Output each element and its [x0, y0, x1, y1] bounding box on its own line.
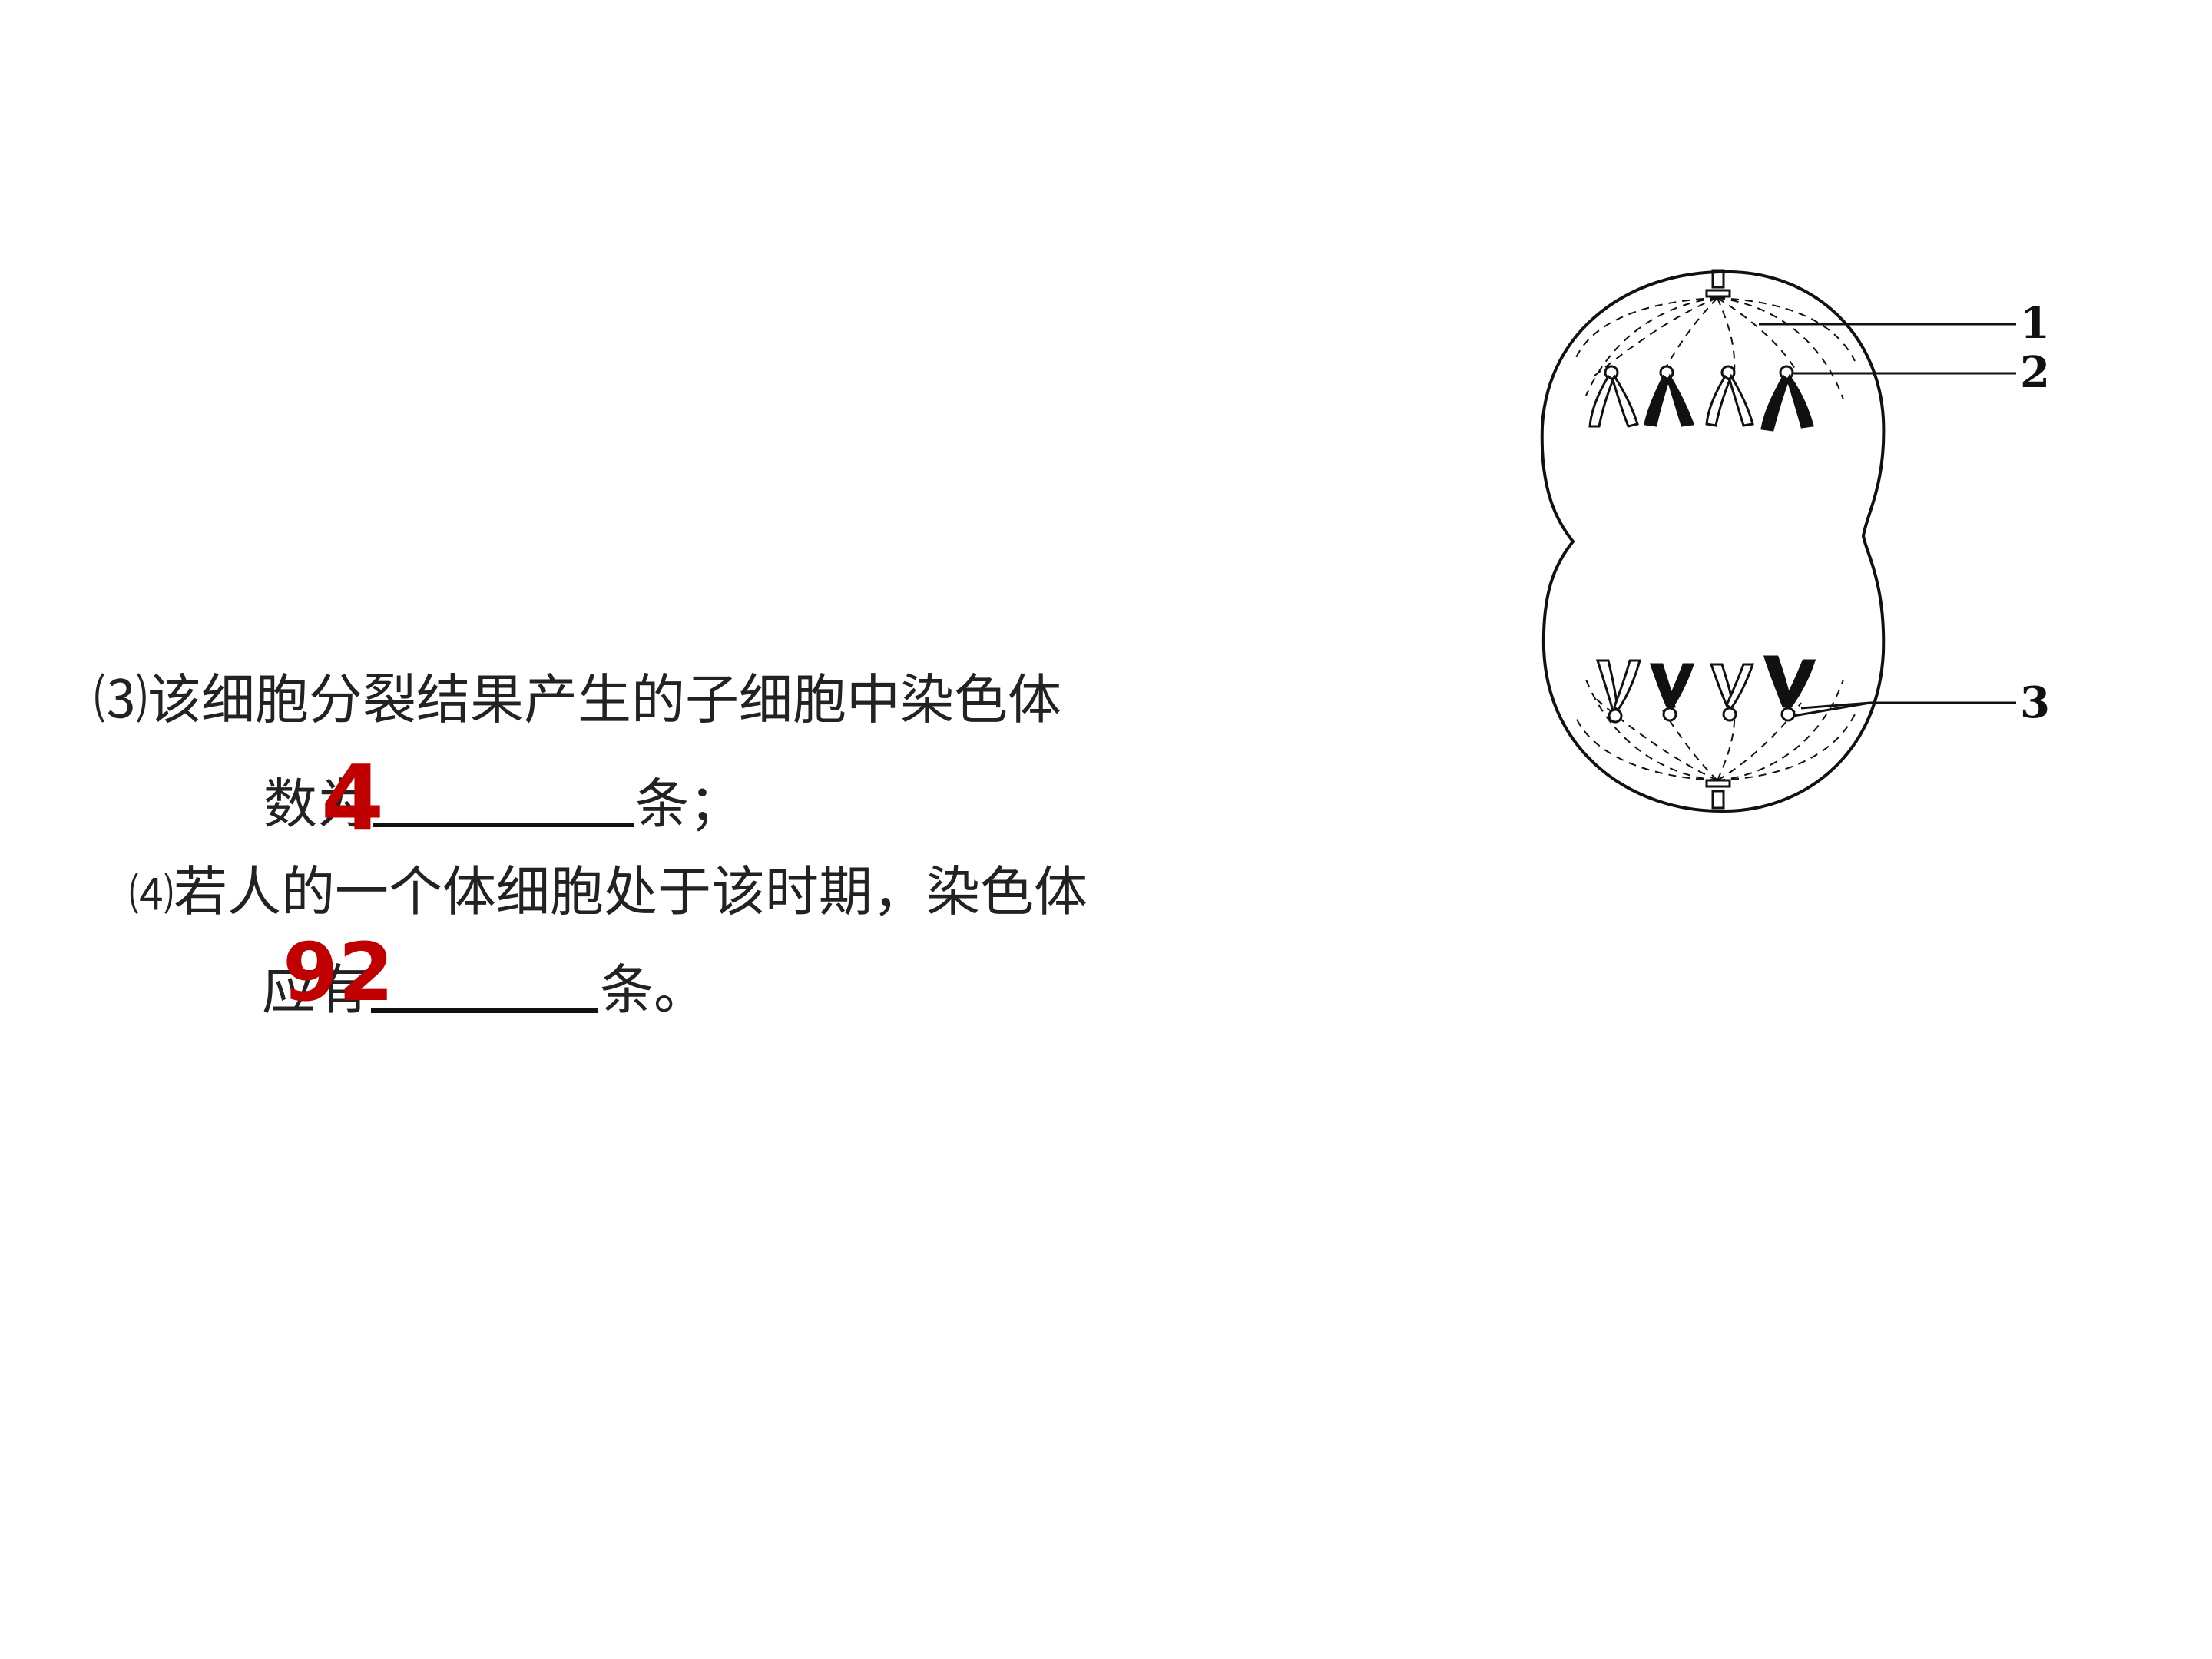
question-3-line-2: 数为条；: [263, 777, 743, 831]
question-3-number: ⑶: [94, 668, 147, 731]
question-4-suffix: 条。: [600, 959, 707, 1022]
label-2: 2: [2020, 347, 2050, 398]
bottom-chromosome-2: [1649, 663, 1695, 722]
bottom-chromosome-4: [1763, 655, 1816, 722]
top-chromosome-2: [1644, 365, 1695, 427]
top-chromosome-4: [1760, 365, 1814, 432]
bottom-chromosome-3: [1709, 663, 1755, 722]
question-4-number: ⑷: [129, 869, 174, 921]
question-3-answer-blank[interactable]: [373, 822, 634, 827]
bottom-centriole: [1705, 779, 1731, 810]
top-chromosome-1: [1588, 365, 1639, 428]
question-3-text: 该细胞分裂结果产生的子细胞中染色体: [147, 668, 1061, 731]
label-3: 3: [2020, 677, 2050, 728]
leader-lines: [1759, 323, 2016, 717]
question-4-answer-blank[interactable]: [371, 1008, 598, 1013]
dividing-cell-diagram: 1 2 3: [1540, 269, 2050, 813]
question-4-answer: 92: [283, 926, 394, 1019]
bottom-chromosome-1: [1595, 659, 1641, 724]
question-4-line-2: 应有条。: [262, 963, 707, 1017]
question-3-prefix: 数为: [263, 773, 371, 836]
question-3-suffix: 条；: [635, 773, 743, 836]
top-spindle-fibres: [1574, 297, 1856, 400]
bottom-spindle-fibres: [1574, 679, 1856, 781]
cell-membrane: [1540, 270, 1886, 813]
label-1: 1: [2020, 298, 2050, 349]
question-4-line-1: ⑷若人的一个体细胞处于该时期，染色体: [129, 865, 1088, 919]
question-4-prefix: 应有: [262, 959, 369, 1022]
top-chromosome-3: [1705, 365, 1754, 427]
question-4-text: 若人的一个体细胞处于该时期，染色体: [174, 860, 1088, 923]
question-3-answer: 4: [321, 745, 385, 851]
top-centriole: [1705, 269, 1731, 298]
question-3-line-1: ⑶该细胞分裂结果产生的子细胞中染色体: [94, 673, 1061, 727]
